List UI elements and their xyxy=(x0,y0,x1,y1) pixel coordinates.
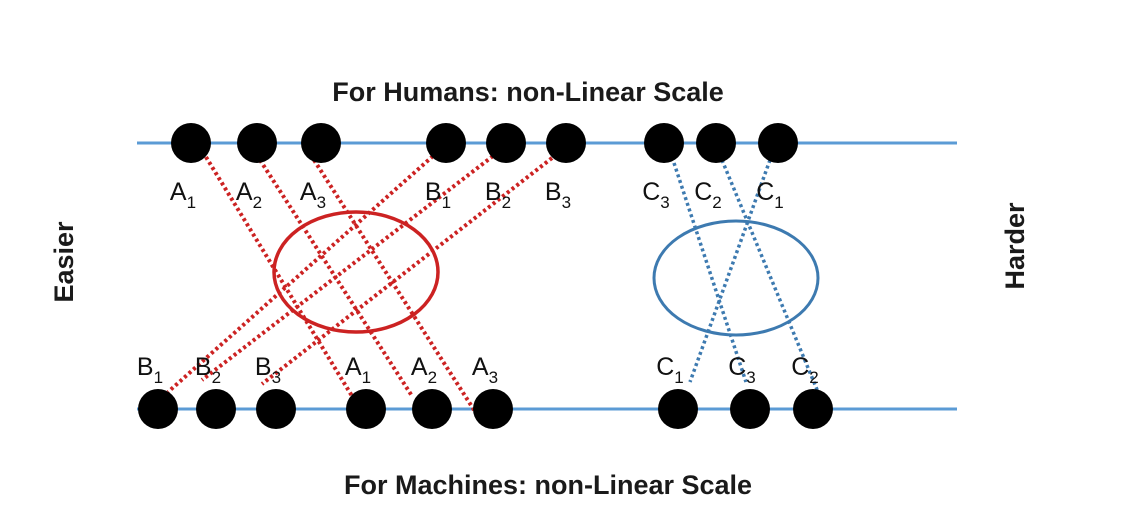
link-tB3-bB3 xyxy=(260,156,554,386)
bottom-node-c3 xyxy=(730,389,770,429)
harder-label: Harder xyxy=(1000,202,1030,290)
bottom-node-b3 xyxy=(256,389,296,429)
top-label-c1: C1 xyxy=(756,178,784,212)
link-tB2-bB2 xyxy=(200,154,495,382)
top-node-a2 xyxy=(237,123,277,163)
bottom-label-c1: C1 xyxy=(656,353,684,387)
top-label-a3: A3 xyxy=(300,178,326,212)
bottom-label-a2: A2 xyxy=(411,353,437,387)
link-tA3-bA3 xyxy=(312,158,478,415)
top-label-b2: B2 xyxy=(485,178,511,212)
top-node-c1 xyxy=(758,123,798,163)
top-label-a1: A1 xyxy=(170,178,196,212)
top-node-c2 xyxy=(696,123,736,163)
link-tA1-bA1 xyxy=(204,155,354,398)
top-node-b3 xyxy=(546,123,586,163)
ab-crossing-ellipse xyxy=(272,210,440,334)
bottom-label-c2: C2 xyxy=(791,353,819,387)
bottom-node-a3 xyxy=(473,389,513,429)
bottom-title: For Machines: non-Linear Scale xyxy=(344,470,752,500)
link-tB1-bB1 xyxy=(166,154,435,394)
top-label-c2: C2 xyxy=(694,178,722,212)
bottom-label-c3: C3 xyxy=(728,353,756,387)
mapping-links xyxy=(166,154,820,415)
bottom-label-b2: B2 xyxy=(195,353,221,387)
top-node-c3 xyxy=(644,123,684,163)
top-title: For Humans: non-Linear Scale xyxy=(332,77,724,107)
bottom-node-a2 xyxy=(412,389,452,429)
bottom-node-c2 xyxy=(793,389,833,429)
bottom-node-b1 xyxy=(138,389,178,429)
easier-label: Easier xyxy=(49,221,79,303)
bottom-node-b2 xyxy=(196,389,236,429)
bottom-label-a1: A1 xyxy=(345,353,371,387)
bottom-label-b3: B3 xyxy=(255,353,281,387)
bottom-label-a3: A3 xyxy=(472,353,498,387)
top-label-c3: C3 xyxy=(642,178,670,212)
c-crossing-ellipse xyxy=(652,219,820,337)
top-node-b2 xyxy=(486,123,526,163)
bottom-label-b1: B1 xyxy=(137,353,163,387)
link-tC3-bC3 xyxy=(672,162,748,383)
top-label-b1: B1 xyxy=(425,178,451,212)
top-label-a2: A2 xyxy=(236,178,262,212)
top-label-b3: B3 xyxy=(545,178,571,212)
top-node-b1 xyxy=(426,123,466,163)
bottom-node-c1 xyxy=(658,389,698,429)
task-nodes xyxy=(138,123,833,429)
top-node-a1 xyxy=(171,123,211,163)
top-node-a3 xyxy=(301,123,341,163)
bottom-node-a1 xyxy=(346,389,386,429)
